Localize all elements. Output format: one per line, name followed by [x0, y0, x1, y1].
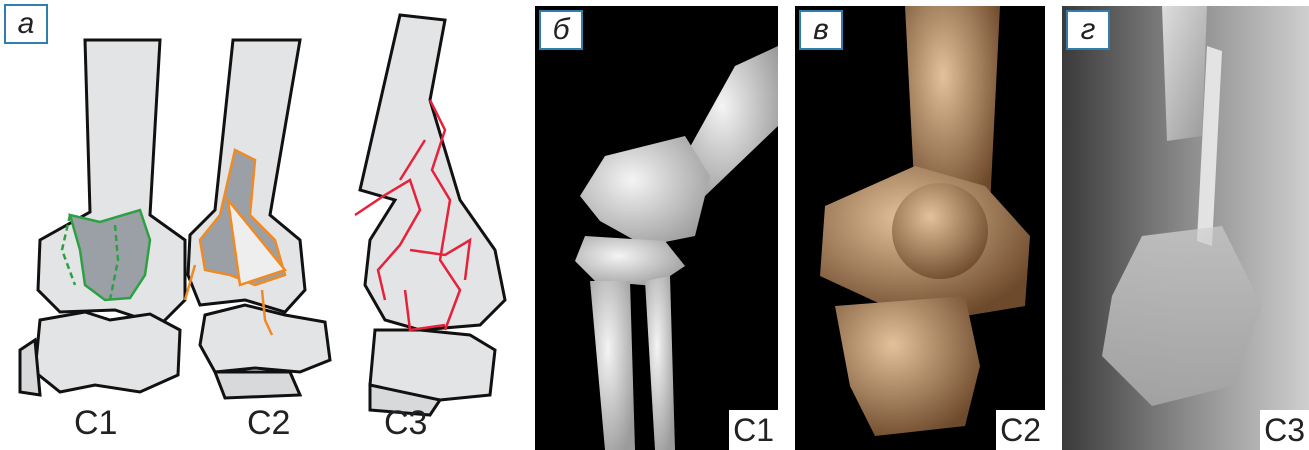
panel-c-code: C2: [996, 410, 1045, 450]
ct-bone-render-color: [795, 6, 1045, 450]
x-ray-image: [1062, 6, 1309, 450]
c1-scheme: [20, 40, 185, 395]
panel-c-3d-render: в C2: [795, 6, 1045, 450]
panel-b-code: C1: [729, 410, 778, 450]
panel-c-letter: в: [799, 10, 843, 50]
panel-a-letter: а: [4, 4, 48, 44]
caption-c2: C2: [247, 404, 290, 443]
panel-d-radiograph: г C3: [1062, 6, 1309, 450]
panel-d-code: C3: [1260, 410, 1309, 450]
caption-c1: C1: [74, 404, 117, 443]
panel-b-ct-image: б C1: [535, 6, 778, 450]
c2-scheme: [188, 40, 330, 398]
fracture-schemes: [0, 0, 520, 450]
panel-b-letter: б: [539, 10, 583, 50]
panel-d-letter: г: [1066, 10, 1110, 50]
panel-a-diagram: а: [0, 0, 520, 450]
caption-c3: C3: [384, 404, 427, 443]
c3-scheme: [360, 15, 505, 415]
ct-bone-render-grey: [535, 6, 778, 450]
